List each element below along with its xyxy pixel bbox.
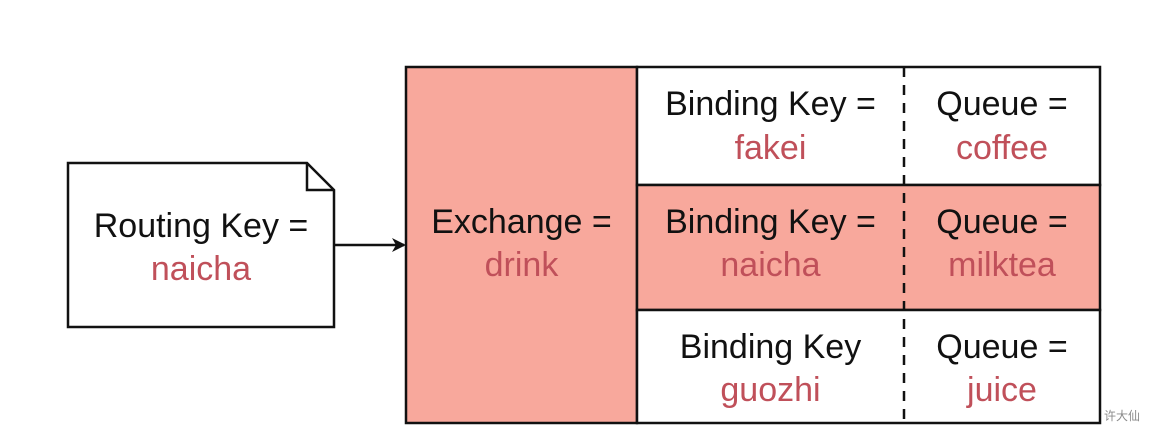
queue-value: juice — [967, 371, 1037, 409]
binding-key-label: Binding Key = — [665, 203, 876, 241]
routing-key-label: Routing Key = — [93, 207, 309, 245]
exchange-label: Exchange = — [431, 203, 612, 241]
routing-key-note — [66, 161, 336, 329]
binding-key-value: naicha — [720, 246, 821, 284]
queue-value: milktea — [948, 246, 1056, 284]
binding-key-label: Binding Key — [679, 328, 862, 366]
queue-label: Queue = — [936, 328, 1068, 366]
watermark: 许大仙 — [1104, 409, 1141, 423]
note-fold-corner — [305, 163, 334, 192]
exchange-value: drink — [484, 246, 559, 284]
queue-value: coffee — [955, 129, 1048, 167]
binding-key-label: Binding Key = — [665, 85, 876, 123]
routing-key-value: naicha — [150, 250, 252, 288]
binding-row-1 — [635, 65, 1102, 187]
queue-label: Queue = — [936, 203, 1068, 241]
queue-label: Queue = — [936, 85, 1068, 123]
exchange-box — [404, 65, 639, 425]
binding-key-value: fakei — [734, 129, 807, 167]
binding-key-value: guozhi — [720, 371, 821, 409]
binding-row-3 — [635, 308, 1102, 425]
